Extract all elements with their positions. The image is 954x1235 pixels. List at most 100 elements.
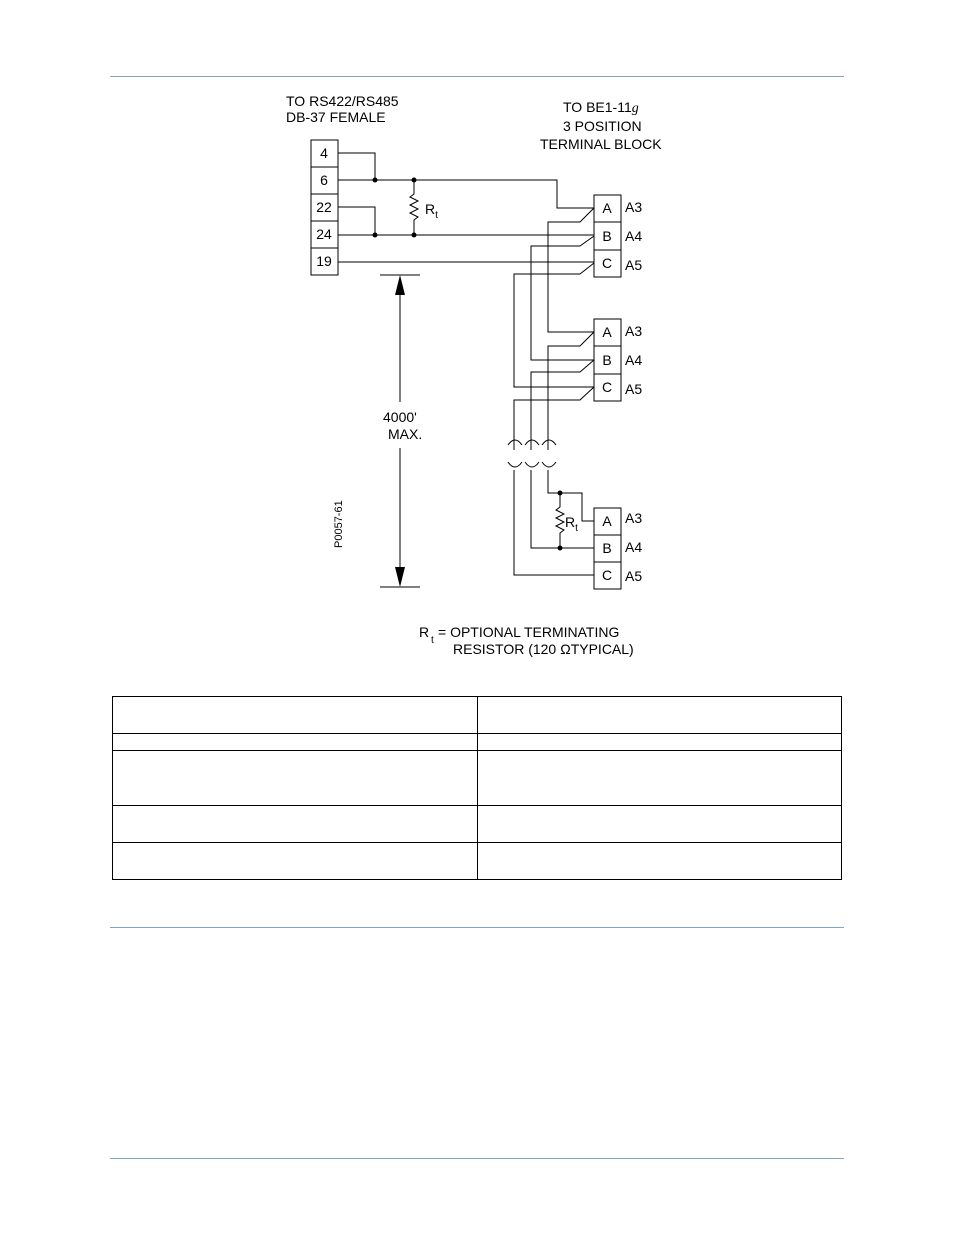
terminal-label: A5: [625, 381, 642, 397]
table-cell: [112, 696, 478, 734]
terminal-letter: C: [602, 567, 612, 583]
table-cell: [112, 805, 478, 843]
path-element: [530, 235, 595, 361]
terminal-letter: C: [602, 255, 612, 271]
break-symbol: [524, 439, 540, 468]
terminal-letter: A: [602, 200, 612, 216]
connector-pin-box: [310, 166, 339, 195]
tspan-element: g: [632, 101, 639, 116]
path-element: [513, 470, 594, 576]
connector-pin-label: 24: [316, 226, 332, 242]
break-symbol: [507, 439, 523, 468]
path-element: [530, 359, 595, 450]
terminal-label: A4: [625, 228, 642, 244]
tspan-element: R: [425, 201, 435, 217]
terminating-resistor-2: [554, 493, 566, 548]
resistor-label-2: Rt: [565, 514, 578, 534]
junction-dot: [372, 232, 378, 238]
tspan-element: TYPICAL): [571, 641, 634, 657]
path-element: [338, 179, 594, 209]
table-row: [112, 842, 842, 880]
path-element: [547, 331, 595, 450]
connector-pin-label: 22: [316, 199, 332, 215]
terminal-letter: B: [602, 352, 611, 368]
table-cell: [477, 733, 842, 751]
rect-element: [593, 318, 622, 347]
table-cell: [477, 750, 842, 806]
path-element: [547, 470, 594, 522]
tspan-element: R: [565, 514, 575, 530]
table-cell: [112, 750, 478, 806]
terminal-label: A3: [625, 199, 642, 215]
resistor-label-1: Rt: [425, 201, 438, 221]
table-cell: [477, 805, 842, 843]
header-rule: [110, 76, 844, 77]
terminal-block-2: A B C A3 A4 A5: [593, 318, 642, 402]
table-cell: [477, 842, 842, 880]
dest-title-line1: TO BE1-11g: [563, 99, 639, 116]
path-element: [338, 152, 376, 180]
db37-connector: 4 6 22 24 19: [310, 139, 339, 276]
distance-qualifier: MAX.: [388, 426, 422, 442]
tspan-element: R: [419, 624, 429, 640]
section-rule: [110, 927, 844, 928]
terminal-label: A4: [625, 539, 642, 555]
spec-table: [112, 696, 842, 880]
terminal-label: A3: [625, 323, 642, 339]
connector-pin-label: 4: [320, 145, 328, 161]
rect-element: [593, 345, 622, 375]
connector-pin-label: 6: [320, 172, 328, 188]
path-element: [338, 206, 376, 235]
terminating-resistor-1: [408, 180, 420, 235]
arrow-down-icon: [395, 567, 405, 587]
path-element: [513, 262, 595, 388]
footer-rule: [110, 1158, 844, 1159]
tspan-element: t: [575, 523, 578, 534]
terminal-label: A5: [625, 568, 642, 584]
dest-title-line3: TERMINAL BLOCK: [540, 136, 662, 152]
terminal-letter: A: [602, 513, 612, 529]
tspan-element: t: [435, 210, 438, 221]
tspan-element: RESISTOR (120: [453, 641, 556, 657]
table-row: [112, 733, 842, 751]
rect-element: [593, 194, 622, 223]
figure-id: P0057-61: [333, 500, 345, 548]
table-row: [112, 696, 842, 734]
terminal-letter: B: [602, 540, 611, 556]
rs485-wiring-diagram: TO RS422/RS485 DB-37 FEMALE TO BE1-11g 3…: [286, 93, 662, 657]
source-title-line2: DB-37 FEMALE: [286, 109, 386, 125]
junction-dot: [372, 177, 378, 183]
connector-pin-label: 19: [316, 253, 332, 269]
legend-line1: = OPTIONAL TERMINATING: [438, 624, 619, 640]
terminal-block-3: A B C A3 A4 A5: [593, 507, 642, 590]
distance-dimension: 4000' MAX.: [380, 274, 422, 588]
arrow-up-icon: [395, 275, 405, 295]
bus-wiring: Rt: [507, 207, 595, 576]
tspan-element: Ω: [560, 641, 570, 657]
table-cell: [112, 733, 478, 751]
table-cell: [112, 842, 478, 880]
terminal-label: A5: [625, 257, 642, 273]
connector-pin-box: [310, 247, 339, 276]
rect-element: [593, 249, 622, 278]
terminal-letter: A: [602, 324, 612, 340]
table-cell: [477, 696, 842, 734]
path-element: [547, 207, 595, 333]
tspan-element: TO BE1-11: [563, 99, 632, 115]
text-element: R: [419, 624, 429, 640]
resistor-legend: R t = OPTIONAL TERMINATING RESISTOR (120…: [419, 624, 634, 657]
table-row: [112, 805, 842, 843]
terminal-block-1: A B C A3 A4 A5: [593, 194, 642, 278]
source-wiring: Rt: [338, 152, 594, 263]
dest-title-line2: 3 POSITION: [563, 118, 642, 134]
terminal-label: A3: [625, 510, 642, 526]
break-symbol: [541, 439, 557, 468]
rect-element: [593, 507, 622, 536]
path-element: [513, 386, 595, 450]
terminal-letter: C: [602, 379, 612, 395]
text-element: t: [431, 635, 434, 646]
table-row: [112, 750, 842, 806]
terminal-letter: B: [602, 228, 611, 244]
terminal-label: A4: [625, 352, 642, 368]
